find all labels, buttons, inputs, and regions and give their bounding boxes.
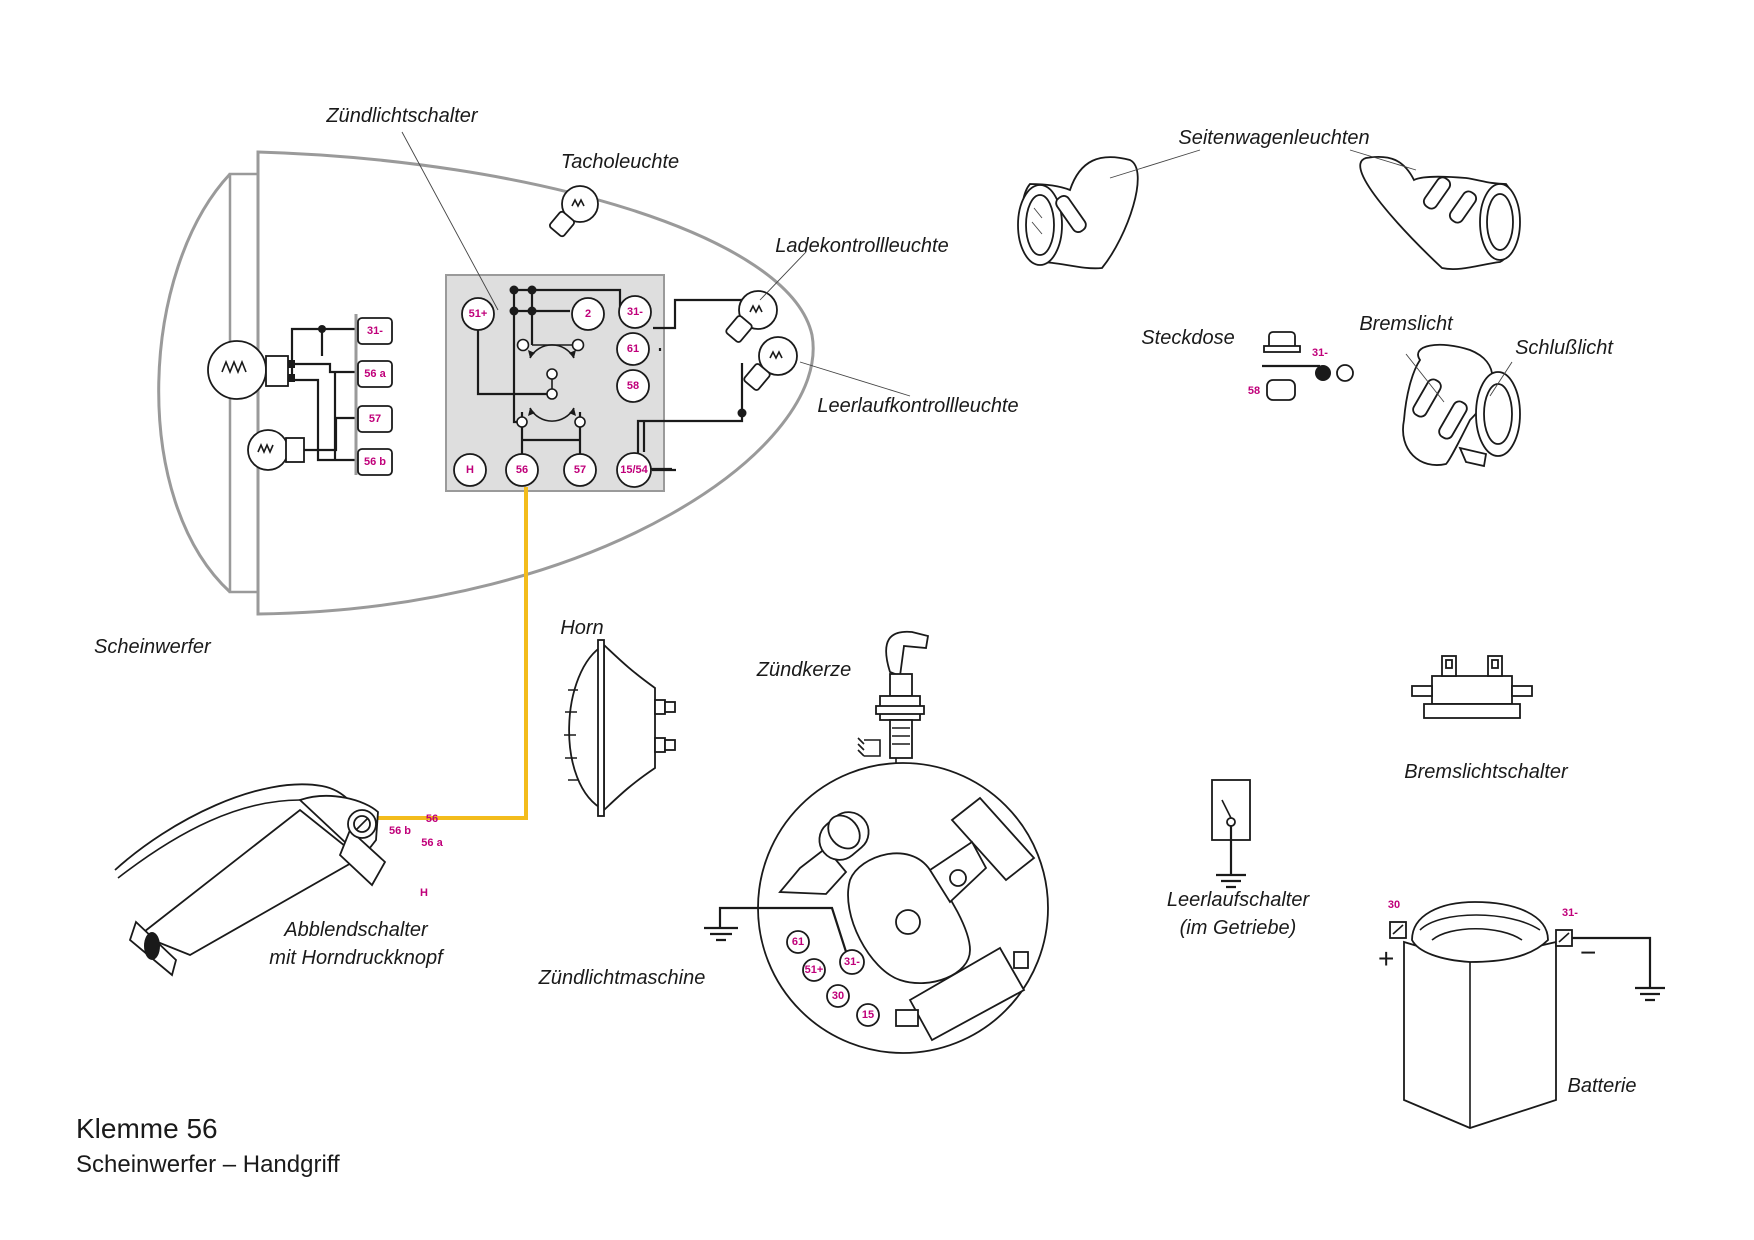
steckdose-terminal-58: 58: [1248, 385, 1260, 397]
label-bremslicht: Bremslicht: [1359, 313, 1454, 335]
steckdose-socket-icon: [1262, 331, 1354, 401]
svg-text:30: 30: [832, 990, 844, 1002]
svg-text:57: 57: [369, 413, 381, 425]
handlebar-terminal-56b: 56 b: [389, 825, 411, 837]
battery-terminal-31-minus: 31-: [1562, 907, 1578, 919]
dimmer-switch-handle-icon: [114, 783, 387, 977]
svg-text:56: 56: [516, 464, 528, 476]
svg-text:15: 15: [862, 1009, 874, 1021]
terminal-57-headlight: 57: [357, 405, 393, 433]
handlebar-terminal-h: H: [420, 887, 428, 899]
terminal-2: 2: [571, 297, 605, 331]
terminal-58: 58: [616, 369, 650, 403]
svg-text:56 b: 56 b: [364, 456, 386, 468]
label-bremslichtschalter: Bremslichtschalter: [1404, 761, 1569, 783]
label-horn: Horn: [560, 617, 603, 639]
label-abblendschalter-line1: Abblendschalter: [283, 919, 429, 941]
tacho-bulb-icon: [549, 185, 599, 238]
generator-terminal-30: 30: [826, 984, 850, 1008]
generator-terminal-15: 15: [856, 1003, 880, 1027]
headlight-terminal-strip: 31- 56 a 57 56 b: [357, 317, 393, 476]
neutral-switch-icon: [1211, 779, 1251, 889]
parking-bulb-icon: [247, 429, 305, 471]
label-leerlaufschalter-line1: Leerlaufschalter: [1167, 889, 1311, 911]
battery-minus-symbol: −: [1580, 937, 1596, 968]
svg-text:56 a: 56 a: [364, 368, 386, 380]
svg-text:2: 2: [585, 308, 591, 320]
label-steckdose: Steckdose: [1141, 327, 1234, 349]
steckdose-terminal-31-minus: 31-: [1312, 347, 1328, 359]
terminal-56-switch: 56: [505, 453, 539, 487]
terminal-56a-headlight: 56 a: [357, 360, 393, 388]
svg-text:51+: 51+: [469, 308, 488, 320]
handlebar-terminal-56: 56: [426, 813, 438, 825]
sidecar-light-right-icon: [1359, 156, 1521, 270]
terminal-15-54: 15/54: [616, 452, 652, 488]
spark-plug-icon: [857, 630, 930, 777]
label-zuendkerze: Zündkerze: [756, 659, 852, 681]
brake-tail-light-icon: [1402, 343, 1521, 468]
label-leerlaufkontrollleuchte: Leerlaufkontrollleuchte: [817, 395, 1018, 417]
svg-text:58: 58: [627, 380, 639, 392]
terminal-31-minus-headlight: 31-: [357, 317, 393, 345]
neutral-indicator-bulb-icon: [743, 336, 798, 391]
terminal-h-switch: H: [453, 453, 487, 487]
battery-terminal-30: 30: [1388, 899, 1400, 911]
terminal-51-plus: 51+: [461, 297, 495, 331]
horn-icon: [564, 639, 676, 817]
generator-body: [757, 762, 1049, 1054]
terminal-31-minus-switch: 31-: [618, 295, 652, 329]
terminal-61: 61: [616, 332, 650, 366]
label-scheinwerfer: Scheinwerfer: [94, 636, 212, 658]
klemme-56-wire: [376, 487, 528, 820]
terminal-56b-headlight: 56 b: [357, 448, 393, 476]
svg-text:H: H: [466, 464, 474, 476]
page-title: Klemme 56: [76, 1113, 218, 1144]
label-batterie: Batterie: [1568, 1075, 1637, 1097]
svg-text:57: 57: [574, 464, 586, 476]
charge-indicator-bulb-icon: [725, 290, 778, 343]
label-ladekontrollleuchte: Ladekontrollleuchte: [775, 235, 948, 257]
sidecar-light-left-icon: [1017, 156, 1139, 270]
svg-text:15/54: 15/54: [620, 464, 648, 476]
svg-text:61: 61: [627, 343, 639, 355]
page-subtitle: Scheinwerfer – Handgriff: [76, 1151, 340, 1178]
handlebar-terminal-56a: 56 a: [421, 837, 443, 849]
generator-terminal-61: 61: [786, 930, 810, 954]
svg-text:61: 61: [792, 936, 804, 948]
generator-terminal-31-minus: 31-: [839, 949, 865, 975]
svg-text:51+: 51+: [805, 964, 824, 976]
label-seitenwagenleuchten: Seitenwagenleuchten: [1178, 127, 1369, 149]
label-leerlaufschalter-line2: (im Getriebe): [1180, 917, 1297, 939]
terminal-57-switch: 57: [563, 453, 597, 487]
label-zuendlichtmaschine: Zündlichtmaschine: [538, 967, 706, 989]
generator-terminal-51-plus: 51+: [802, 958, 826, 982]
label-zuendlichtschalter: Zündlichtschalter: [325, 105, 479, 127]
brake-light-switch-icon: [1411, 655, 1533, 719]
svg-text:31-: 31-: [627, 306, 643, 318]
headlight-bulb-icon: [207, 340, 295, 400]
battery-plus-symbol: +: [1378, 943, 1394, 974]
label-schlusslicht: Schlußlicht: [1515, 337, 1614, 359]
battery-icon: [1389, 901, 1665, 1129]
label-abblendschalter-line2: mit Horndruckknopf: [269, 947, 445, 969]
svg-text:31-: 31-: [844, 956, 860, 968]
label-tacholeuchte: Tacholeuchte: [561, 151, 679, 173]
svg-text:31-: 31-: [367, 325, 383, 337]
